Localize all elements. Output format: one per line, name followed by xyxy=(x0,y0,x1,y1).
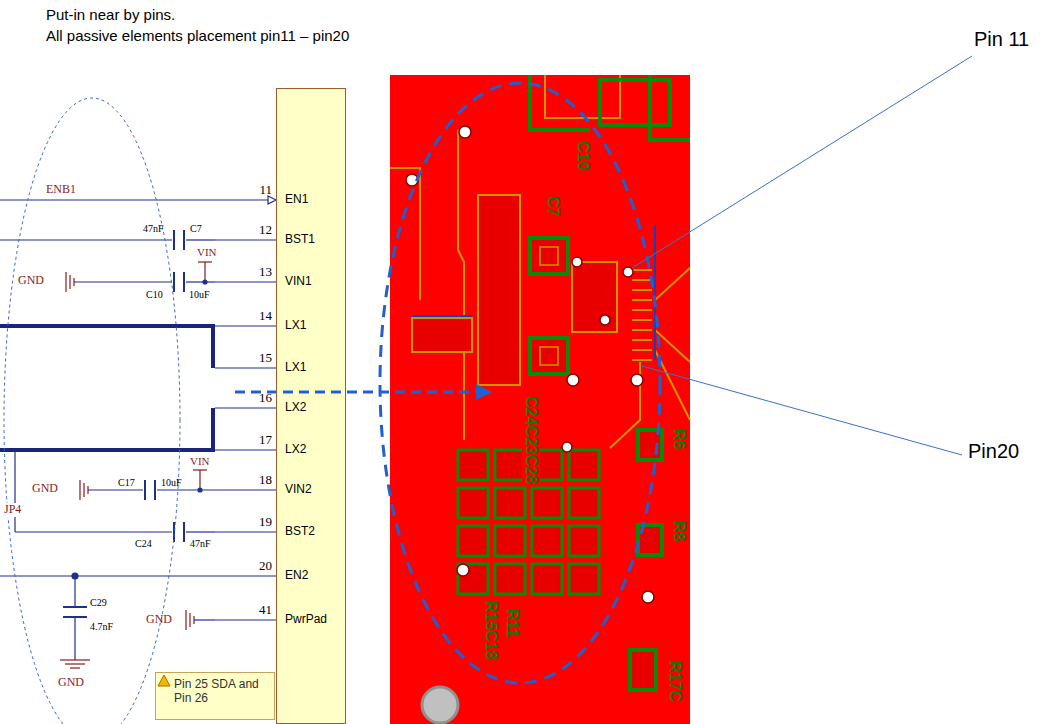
pin-number: 41 xyxy=(259,603,272,618)
ic-package: EN1BST1VIN1LX1LX1LX2LX2VIN2BST2EN2PwrPad xyxy=(276,88,346,724)
silkscreen-label: R17C xyxy=(666,660,684,703)
pin-number: 17 xyxy=(259,433,272,448)
silkscreen-label: R8 xyxy=(670,520,688,542)
pin-number: 11 xyxy=(259,183,272,198)
pcb-layout xyxy=(390,75,690,724)
pin-name: BST2 xyxy=(285,525,315,539)
silkscreen-label: R11 xyxy=(503,608,521,638)
reference-designator: C24 xyxy=(135,538,152,550)
silkscreen-label: R6 xyxy=(670,428,688,450)
arrow-head xyxy=(476,384,492,400)
net-label: ENB1 xyxy=(46,183,76,197)
reference-designator: C10 xyxy=(146,289,163,301)
silkscreen-label: C24C23C28 xyxy=(522,395,540,485)
pin-number: 15 xyxy=(259,351,272,366)
pin-name: EN1 xyxy=(285,193,308,207)
component-value: 4.7nF xyxy=(90,621,113,633)
reference-designator: C17 xyxy=(118,477,135,489)
reference-designator: C7 xyxy=(190,223,202,235)
dashed-ellipse xyxy=(380,83,660,683)
schematic-wires xyxy=(0,196,276,668)
callout-label: Pin 11 xyxy=(974,28,1029,51)
pin-number: 18 xyxy=(259,473,272,488)
pin-name: VIN2 xyxy=(285,483,312,497)
note-text: All passive elements placement pin11 – p… xyxy=(46,27,349,44)
pin-number: 16 xyxy=(259,391,272,406)
net-label: GND xyxy=(58,676,84,690)
pin-name: PwrPad xyxy=(285,613,327,627)
pin-number: 12 xyxy=(259,223,272,238)
leader-line xyxy=(642,366,962,455)
net-label: VIN xyxy=(190,455,210,468)
component-value: 47nF xyxy=(190,538,211,550)
pin-number: 20 xyxy=(259,559,272,574)
connector-label: JP4 xyxy=(3,503,22,517)
reference-designator: C29 xyxy=(90,597,107,609)
silkscreen-label: C7 xyxy=(544,195,562,217)
note-fill xyxy=(155,672,275,720)
net-label: VIN xyxy=(197,246,217,259)
leader-line xyxy=(632,56,972,268)
note-text: Put-in near by pins. xyxy=(46,6,175,23)
ic-body-fill xyxy=(276,88,346,724)
pin-number: 14 xyxy=(259,309,272,324)
silkscreen-label: R15C18 xyxy=(482,600,500,661)
silkscreen-label: C10 xyxy=(574,140,592,171)
note-text: Pin 25 SDA and Pin 26 xyxy=(174,677,268,706)
pin-name: LX2 xyxy=(285,401,306,415)
pin-name: VIN1 xyxy=(285,275,312,289)
note-box: Pin 25 SDA and Pin 26 xyxy=(155,672,275,720)
pin-number: 19 xyxy=(259,515,272,530)
pin-name: BST1 xyxy=(285,233,315,247)
pin-name: LX1 xyxy=(285,361,306,375)
pin-number: 13 xyxy=(259,265,272,280)
pin-name: EN2 xyxy=(285,569,308,583)
callout-label: Pin20 xyxy=(968,440,1019,463)
net-label: GND xyxy=(18,274,44,288)
net-label: GND xyxy=(32,482,58,496)
component-value: 10uF xyxy=(189,289,210,301)
component-value: 47nF xyxy=(143,223,164,235)
dashed-ellipse xyxy=(4,98,180,724)
pin-name: LX1 xyxy=(285,319,306,333)
pin-name: LX2 xyxy=(285,443,306,457)
net-label: GND xyxy=(146,613,172,627)
component-value: 10uF xyxy=(161,477,182,489)
warning-icon xyxy=(158,675,170,686)
